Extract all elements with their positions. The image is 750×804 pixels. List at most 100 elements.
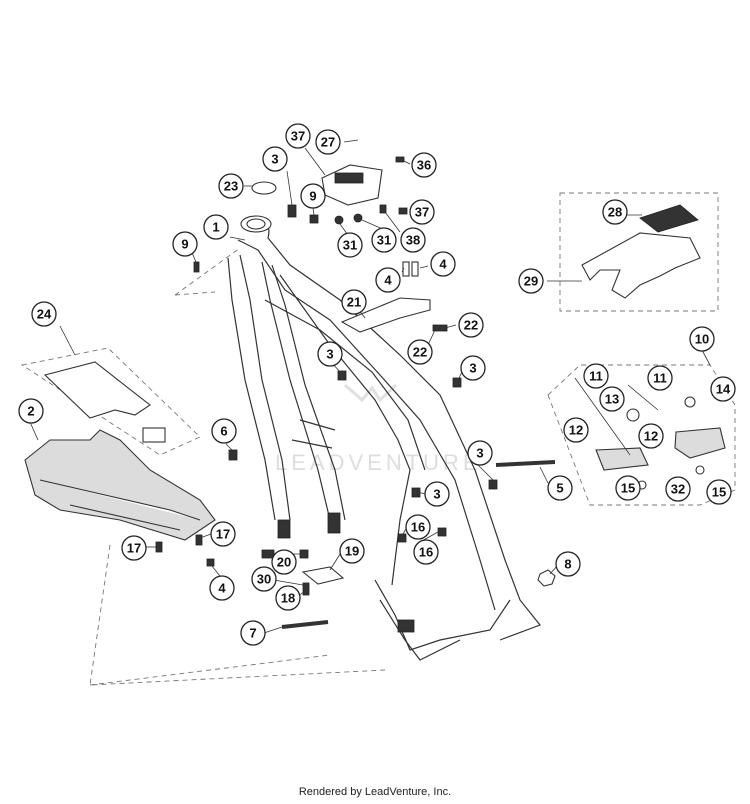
callout-21[interactable]: 21 <box>341 289 367 315</box>
callout-30[interactable]: 30 <box>251 566 277 592</box>
callout-2[interactable]: 2 <box>18 398 44 424</box>
callout-37-top[interactable]: 37 <box>285 123 311 149</box>
svg-text:6: 6 <box>220 424 227 439</box>
svg-text:22: 22 <box>464 318 478 333</box>
svg-text:13: 13 <box>605 392 619 407</box>
svg-text:20: 20 <box>277 555 291 570</box>
svg-text:37: 37 <box>291 129 305 144</box>
skid-plate-leader-lines <box>89 247 386 686</box>
callout-14[interactable]: 14 <box>710 376 736 402</box>
callout-18[interactable]: 18 <box>275 585 301 611</box>
svg-text:32: 32 <box>671 482 685 497</box>
callout-19[interactable]: 19 <box>339 538 365 564</box>
svg-text:29: 29 <box>524 274 538 289</box>
svg-text:18: 18 <box>281 591 295 606</box>
swingarm-bolt <box>495 460 556 467</box>
svg-text:31: 31 <box>343 238 357 253</box>
callout-4-clip-left[interactable]: 4 <box>375 267 401 293</box>
seat-bracket <box>581 232 701 299</box>
svg-text:31: 31 <box>377 233 391 248</box>
callout-13[interactable]: 13 <box>599 386 625 412</box>
leader-lines <box>29 139 711 634</box>
svg-text:3: 3 <box>469 361 476 376</box>
callout-29[interactable]: 29 <box>518 268 544 294</box>
small-hardware <box>155 156 498 633</box>
callout-16-lower[interactable]: 16 <box>413 539 439 565</box>
callout-27[interactable]: 27 <box>315 129 341 155</box>
svg-text:23: 23 <box>224 179 238 194</box>
callout-36[interactable]: 36 <box>411 152 437 178</box>
callout-38[interactable]: 38 <box>400 227 426 253</box>
svg-text:4: 4 <box>439 257 447 272</box>
svg-text:10: 10 <box>695 332 709 347</box>
skid-plate-pad <box>43 361 151 419</box>
callout-6[interactable]: 6 <box>211 418 237 444</box>
callout-3-middle-right[interactable]: 3 <box>460 355 486 381</box>
callout-23[interactable]: 23 <box>218 173 244 199</box>
bracket-21 <box>340 297 431 333</box>
callout-4-lower[interactable]: 4 <box>209 575 235 601</box>
svg-text:37: 37 <box>415 205 429 220</box>
svg-text:11: 11 <box>653 371 667 386</box>
bracket-19 <box>301 566 345 585</box>
callout-37-right[interactable]: 37 <box>409 199 435 225</box>
callout-31-right[interactable]: 31 <box>371 227 397 253</box>
callout-32[interactable]: 32 <box>665 476 691 502</box>
callout-3-swingarm[interactable]: 3 <box>467 440 493 466</box>
svg-text:12: 12 <box>644 429 658 444</box>
callout-4-clip-right[interactable]: 4 <box>430 251 456 277</box>
rendered-by-footer: Rendered by LeadVenture, Inc. <box>298 786 452 798</box>
svg-text:38: 38 <box>406 233 420 248</box>
svg-text:8: 8 <box>564 557 571 572</box>
callout-3-lower[interactable]: 3 <box>424 481 450 507</box>
svg-text:36: 36 <box>417 158 431 173</box>
callout-31-left[interactable]: 31 <box>337 232 363 258</box>
callout-12-right[interactable]: 12 <box>638 423 664 449</box>
callout-3-middle-left[interactable]: 3 <box>317 341 343 367</box>
watermark-text: LEADVENTURE <box>275 450 482 475</box>
svg-text:3: 3 <box>433 487 440 502</box>
svg-text:15: 15 <box>621 481 635 496</box>
rear-mount-pad <box>334 172 364 184</box>
svg-text:9: 9 <box>309 189 316 204</box>
callout-15-right[interactable]: 15 <box>706 479 732 505</box>
callout-5[interactable]: 5 <box>547 475 573 501</box>
callout-17-right[interactable]: 17 <box>210 521 236 547</box>
callout-3-top[interactable]: 3 <box>262 146 288 172</box>
pad-clip <box>142 427 166 443</box>
seat-bracket-group-box <box>559 192 719 312</box>
rear-mount-bracket <box>321 164 383 206</box>
callout-7[interactable]: 7 <box>240 620 266 646</box>
callout-16-upper[interactable]: 16 <box>405 514 431 540</box>
svg-text:4: 4 <box>218 581 226 596</box>
callout-1[interactable]: 1 <box>203 214 229 240</box>
callout-22-right[interactable]: 22 <box>458 312 484 338</box>
svg-text:15: 15 <box>712 485 726 500</box>
callout-9-upper[interactable]: 9 <box>300 183 326 209</box>
callout-17-left[interactable]: 17 <box>121 535 147 561</box>
callout-28[interactable]: 28 <box>602 199 628 225</box>
callout-10[interactable]: 10 <box>689 326 715 352</box>
skid-plate-rib-2 <box>69 504 181 531</box>
callout-15-left[interactable]: 15 <box>615 475 641 501</box>
svg-text:16: 16 <box>411 520 425 535</box>
callout-20[interactable]: 20 <box>271 549 297 575</box>
svg-text:30: 30 <box>257 572 271 587</box>
leadventure-watermark: LEADVENTURE <box>275 383 482 475</box>
o-ring <box>251 181 277 195</box>
callout-9-left[interactable]: 9 <box>172 231 198 257</box>
callout-8[interactable]: 8 <box>555 551 581 577</box>
svg-text:24: 24 <box>37 307 52 322</box>
footpeg-assembly <box>574 377 726 490</box>
svg-text:27: 27 <box>321 135 335 150</box>
svg-text:3: 3 <box>271 152 278 167</box>
svg-text:9: 9 <box>181 237 188 252</box>
svg-text:3: 3 <box>326 347 333 362</box>
svg-text:4: 4 <box>384 273 392 288</box>
callout-22-left[interactable]: 22 <box>407 339 433 365</box>
callout-24[interactable]: 24 <box>31 301 57 327</box>
callout-11-right[interactable]: 11 <box>647 365 673 391</box>
callout-11-left[interactable]: 11 <box>583 363 609 389</box>
callout-12-left[interactable]: 12 <box>563 417 589 443</box>
